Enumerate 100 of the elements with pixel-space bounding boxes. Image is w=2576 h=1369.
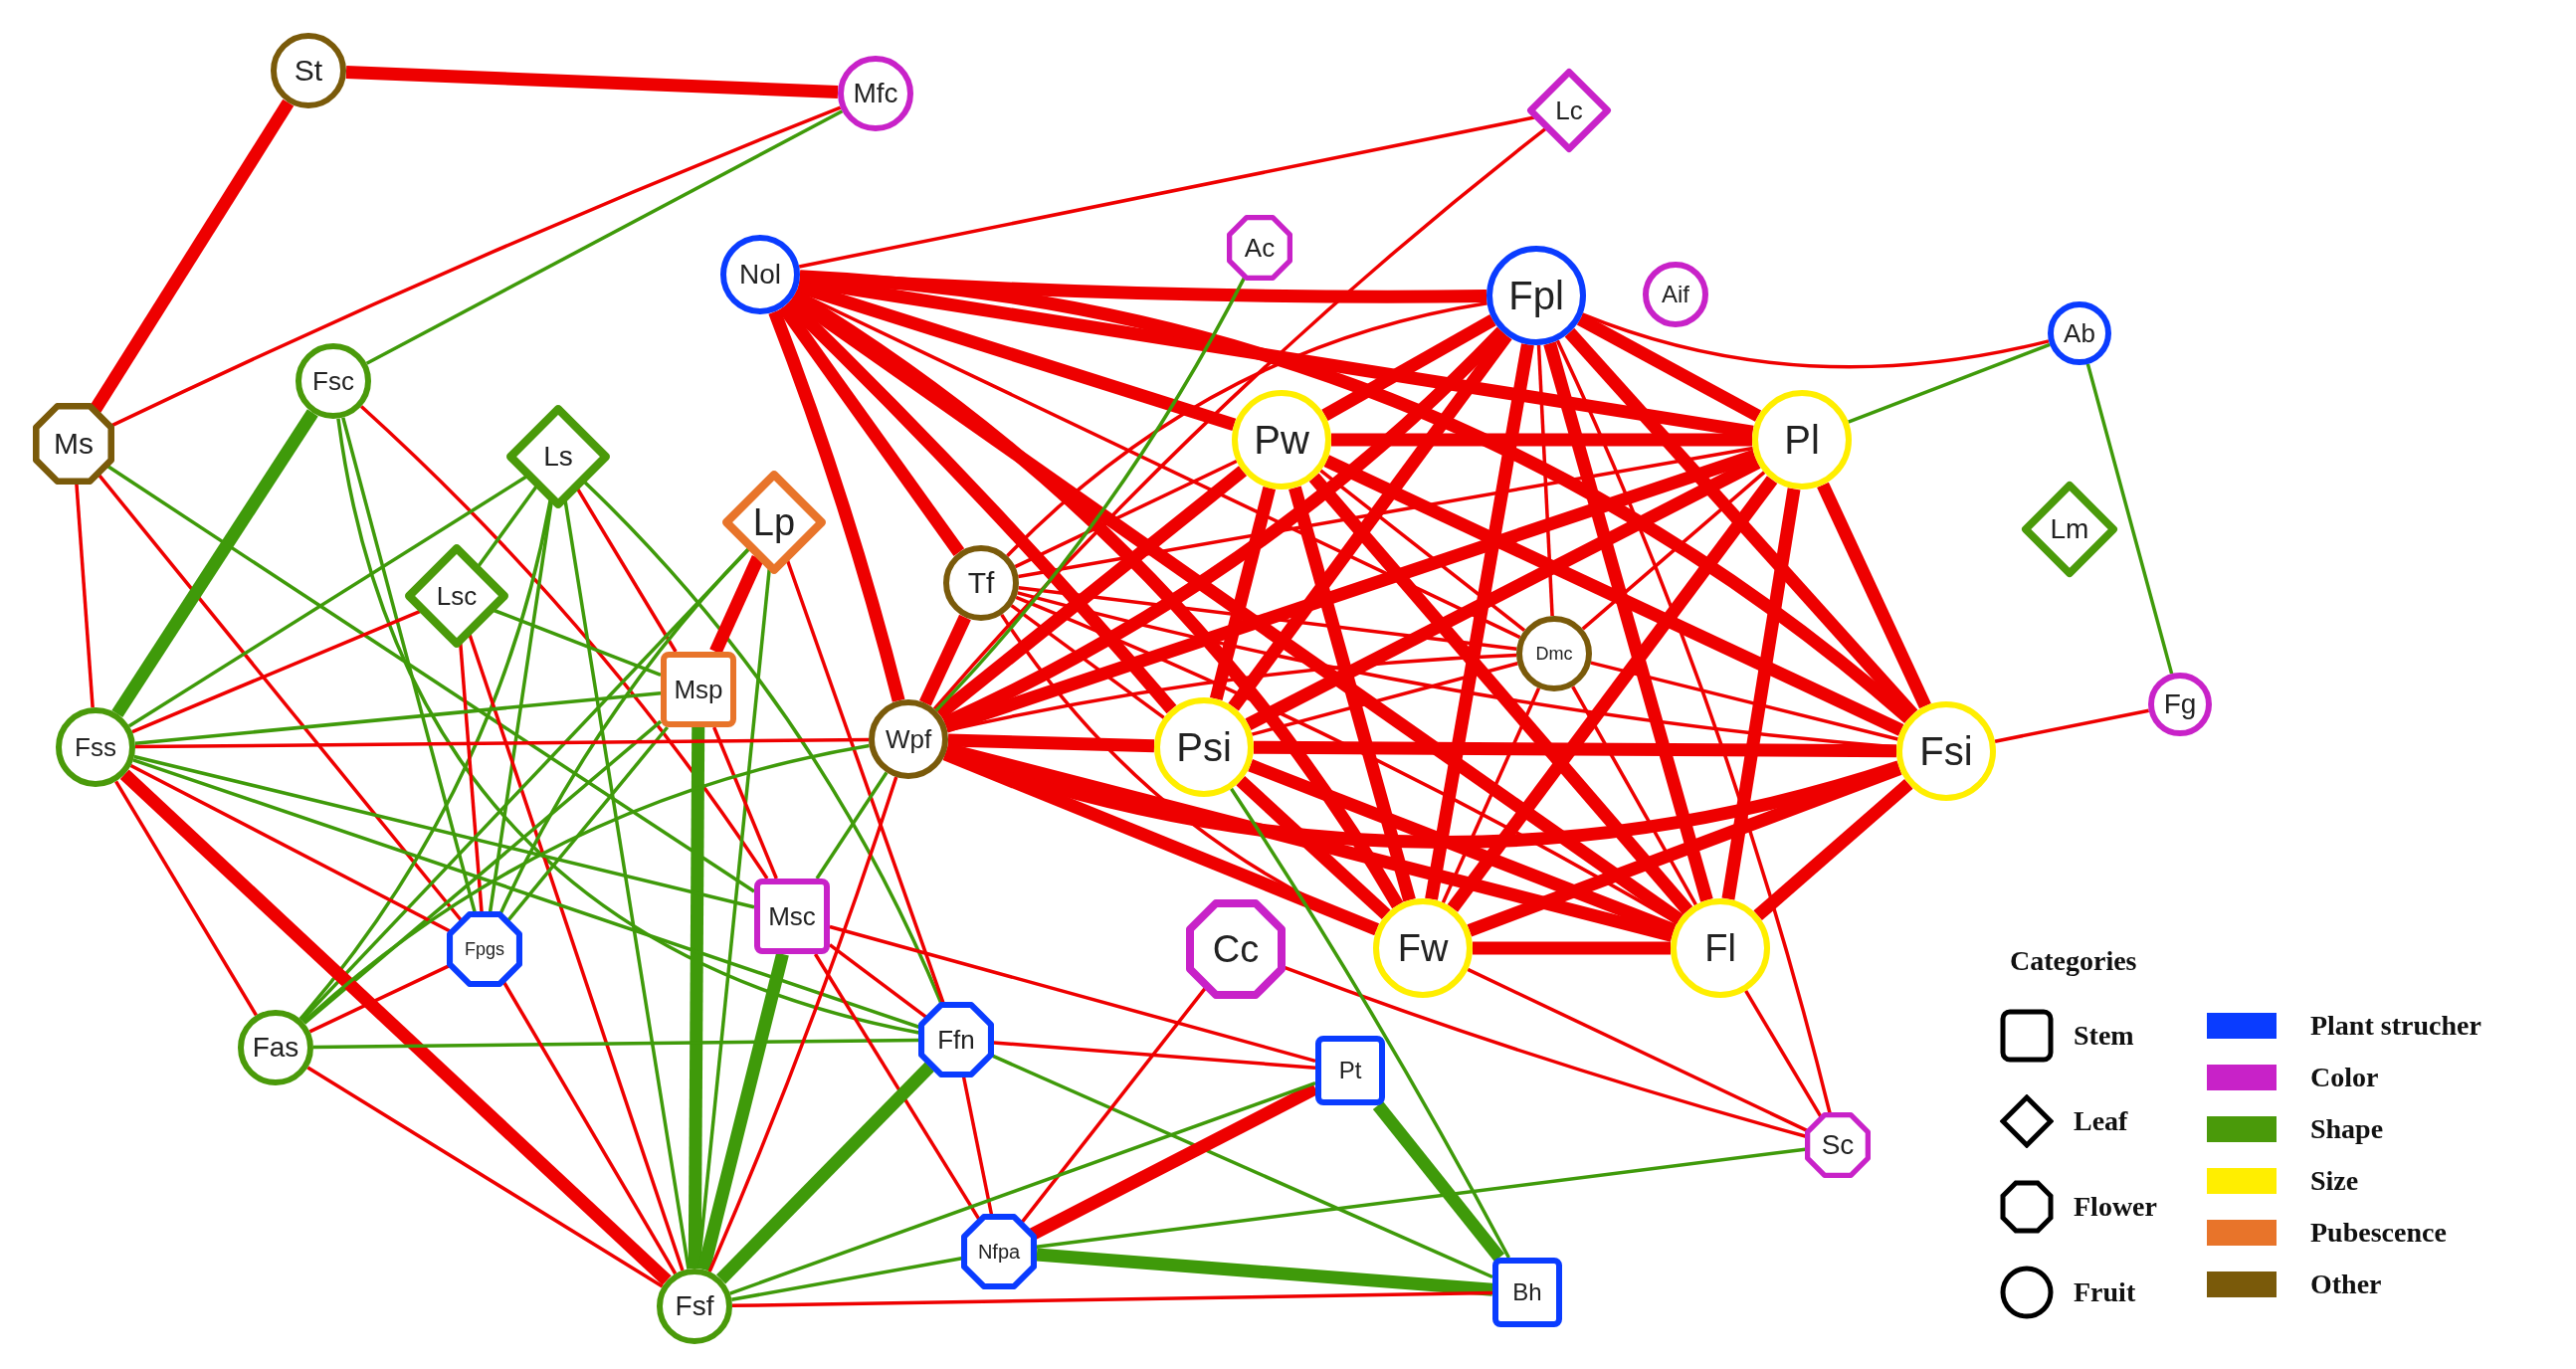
correlation-line xyxy=(712,726,778,880)
legend-label: Shape xyxy=(2309,1112,2384,1146)
trait-diamond-node xyxy=(722,471,826,574)
correlation-line xyxy=(1331,433,1752,447)
node-label: Lm xyxy=(2050,515,2089,543)
correlation-line xyxy=(1473,941,1671,955)
correlation-line xyxy=(119,769,672,1285)
node-label: Tf xyxy=(967,568,995,598)
trait-octagon-node xyxy=(918,1002,994,1077)
node-label: Dmc xyxy=(1535,645,1573,663)
correlation-line xyxy=(98,474,463,921)
legend-title: Categories xyxy=(2010,944,2138,978)
trait-square-node xyxy=(1492,1258,1562,1327)
correlation-line xyxy=(345,66,839,98)
correlation-line xyxy=(341,417,477,913)
node-label: Nol xyxy=(739,261,781,289)
correlation-line xyxy=(1321,314,1496,421)
correlation-line xyxy=(828,943,927,1019)
correlation-line xyxy=(1372,1100,1505,1263)
correlation-line xyxy=(1228,331,1512,711)
trait-diamond-node xyxy=(1527,69,1611,152)
trait-octagon-node xyxy=(961,1214,1037,1289)
trait-square-node xyxy=(661,652,736,727)
correlation-line xyxy=(75,484,95,708)
trait-octagon-node xyxy=(1805,1112,1871,1178)
correlation-line xyxy=(127,475,527,728)
correlation-line xyxy=(1721,488,1801,900)
node-label: Fas xyxy=(252,1034,299,1062)
correlation-line xyxy=(1319,469,1526,632)
legend-label: Color xyxy=(2309,1061,2379,1094)
trait-octagon-node xyxy=(1186,899,1286,999)
legend-label: Fruit xyxy=(2074,1275,2136,1309)
correlation-line xyxy=(459,644,484,912)
node-label: Ffn xyxy=(937,1027,975,1053)
legend-label: Flower xyxy=(2074,1190,2157,1224)
correlation-line xyxy=(1036,1147,1806,1249)
correlation-line xyxy=(135,737,869,749)
node-label: Fsf xyxy=(675,1292,714,1320)
correlation-line xyxy=(815,771,889,880)
legend-label: Pubescence xyxy=(2309,1216,2447,1250)
correlation-line xyxy=(1010,604,1165,719)
legend-label: Stem xyxy=(2074,1019,2134,1053)
trait-octagon-node xyxy=(1227,215,1292,281)
node-label: Lc xyxy=(1555,98,1583,123)
legend-label: Size xyxy=(2309,1164,2359,1198)
node-label: Ab xyxy=(2064,320,2095,346)
correlation-line xyxy=(298,499,552,1021)
correlation-line xyxy=(1006,301,1487,557)
trait-diamond-node xyxy=(506,405,610,508)
trait-diamond-node xyxy=(2022,482,2117,577)
correlation-line xyxy=(709,555,764,655)
correlation-line xyxy=(506,725,670,921)
correlation-line xyxy=(468,634,685,1271)
node-label: Msp xyxy=(674,677,723,702)
node-label: Wpf xyxy=(885,726,932,752)
correlation-line xyxy=(1236,776,1391,919)
node-label: Fsi xyxy=(1919,731,1973,771)
correlation-line xyxy=(106,465,755,893)
correlation-line xyxy=(1253,740,1897,758)
trait-octagon-node xyxy=(33,403,114,485)
node-label: Fsc xyxy=(312,368,354,394)
correlation-line xyxy=(1036,1248,1493,1296)
node-label: Ac xyxy=(1244,235,1276,261)
legend-label: Plant strucher xyxy=(2309,1009,2481,1043)
correlation-line xyxy=(813,953,981,1221)
correlation-line xyxy=(312,1038,919,1050)
correlation-line xyxy=(134,690,662,745)
node-label: Sc xyxy=(1821,1131,1855,1159)
node-label: Fg xyxy=(2163,690,2197,718)
node-label: Cc xyxy=(1212,930,1260,968)
node-label: Pt xyxy=(1338,1059,1362,1082)
trait-diamond-node xyxy=(405,544,508,648)
node-label: Mfc xyxy=(853,80,898,107)
node-label: Aif xyxy=(1662,283,1689,306)
correlation-line xyxy=(961,1076,994,1216)
correlation-line xyxy=(576,488,678,653)
correlation-line xyxy=(715,1062,935,1284)
correlation-line xyxy=(1536,344,1554,617)
correlation-line xyxy=(1447,476,1778,912)
correlation-line xyxy=(993,1041,1316,1070)
node-label: Msc xyxy=(768,903,816,929)
correlation-line xyxy=(731,1257,962,1301)
correlation-line xyxy=(1425,343,1534,900)
node-label: Bh xyxy=(1512,1280,1542,1304)
correlation-line xyxy=(299,547,750,1022)
trait-square-node xyxy=(1315,1036,1385,1105)
node-label: Fpl xyxy=(1508,276,1564,315)
correlation-line xyxy=(1018,585,1517,652)
correlation-line xyxy=(934,276,1247,712)
node-label: Fw xyxy=(1397,929,1449,967)
node-label: Ls xyxy=(543,443,573,471)
correlation-line xyxy=(301,743,870,1024)
correlation-line xyxy=(563,500,691,1270)
correlation-line xyxy=(829,924,1316,1063)
correlation-line xyxy=(947,733,1155,753)
correlation-line xyxy=(688,726,705,1270)
correlation-line xyxy=(932,127,1547,710)
node-label: St xyxy=(294,56,323,86)
correlation-line xyxy=(1018,446,1754,579)
correlation-line xyxy=(477,486,538,567)
